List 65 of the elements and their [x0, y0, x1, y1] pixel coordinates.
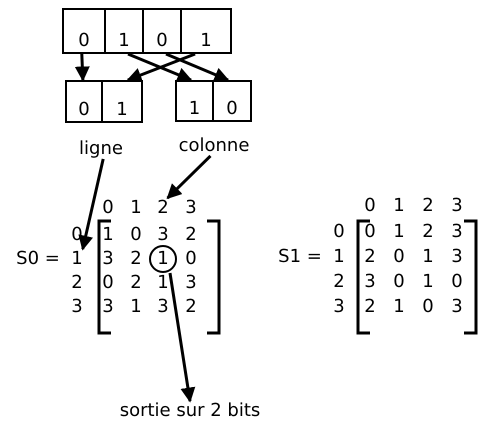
bit-cell: 0 — [142, 8, 182, 54]
matrix-cell: 2 — [422, 222, 434, 242]
matrix-cell: 1 — [393, 222, 405, 242]
matrix-cell: 0 — [364, 222, 376, 242]
matrix-cell: 3 — [157, 297, 169, 317]
matrix-cell: 2 — [364, 297, 376, 317]
column-index: 2 — [422, 196, 434, 216]
row-index: 1 — [71, 249, 83, 269]
arrow — [78, 158, 105, 251]
node-label: sortie sur 2 bits — [120, 401, 260, 421]
column-index: 3 — [451, 196, 463, 216]
matrix-cell: 1 — [422, 272, 434, 292]
matrix-cell: 3 — [102, 249, 114, 269]
bit-cell: 0 — [65, 80, 103, 123]
bit-cell: 1 — [180, 8, 232, 54]
matrix-cell: 2 — [185, 225, 197, 245]
matrix-cell: 3 — [102, 297, 114, 317]
row-index: 3 — [333, 297, 345, 317]
matrix-cell: 1 — [130, 297, 142, 317]
row-index: 3 — [71, 297, 83, 317]
bit-cell: 1 — [175, 80, 214, 122]
matrix-name: S1 = — [278, 247, 322, 267]
arrow — [74, 54, 90, 82]
node-label: colonne — [178, 136, 250, 156]
matrix-cell: 0 — [102, 273, 114, 293]
matrix-cell: 0 — [422, 297, 434, 317]
matrix-cell: 3 — [451, 222, 463, 242]
column-index: 0 — [364, 196, 376, 216]
bit-cell: 1 — [101, 80, 143, 123]
row-index: 2 — [71, 273, 83, 293]
arrow — [165, 52, 230, 82]
column-index: 2 — [157, 198, 169, 218]
column-index: 1 — [130, 198, 142, 218]
matrix-cell: 2 — [130, 273, 142, 293]
matrix-cell: 1 — [393, 297, 405, 317]
column-index: 3 — [185, 198, 197, 218]
matrix-cell: 1 — [422, 247, 434, 267]
row-index: 1 — [333, 247, 345, 267]
matrix-cell: 0 — [393, 247, 405, 267]
matrix-cell: 3 — [157, 225, 169, 245]
matrix-cell: 3 — [364, 272, 376, 292]
matrix-cell: 0 — [393, 272, 405, 292]
matrix-cell: 0 — [130, 225, 142, 245]
bit-cell: 1 — [104, 8, 144, 54]
circled-value: 1 — [149, 245, 177, 273]
matrix-cell: 2 — [185, 297, 197, 317]
row-index: 0 — [333, 222, 345, 242]
matrix-cell: 2 — [130, 249, 142, 269]
matrix-cell: 0 — [451, 272, 463, 292]
matrix-cell: 1 — [102, 225, 114, 245]
matrix-cell: 3 — [451, 247, 463, 267]
arrow — [166, 154, 212, 200]
row-index: 2 — [333, 272, 345, 292]
node-label: ligne — [79, 139, 123, 159]
matrix-cell: 1 — [157, 273, 169, 293]
column-index: 1 — [393, 196, 405, 216]
matrix-cell: 3 — [185, 273, 197, 293]
bit-cell: 0 — [62, 8, 106, 54]
arrow — [168, 272, 196, 403]
matrix-cell: 0 — [185, 249, 197, 269]
column-index: 0 — [102, 198, 114, 218]
bit-cell: 0 — [212, 80, 252, 122]
matrix-cell: 2 — [364, 247, 376, 267]
matrix-name: S0 = — [16, 249, 60, 269]
matrix-cell: 3 — [451, 297, 463, 317]
